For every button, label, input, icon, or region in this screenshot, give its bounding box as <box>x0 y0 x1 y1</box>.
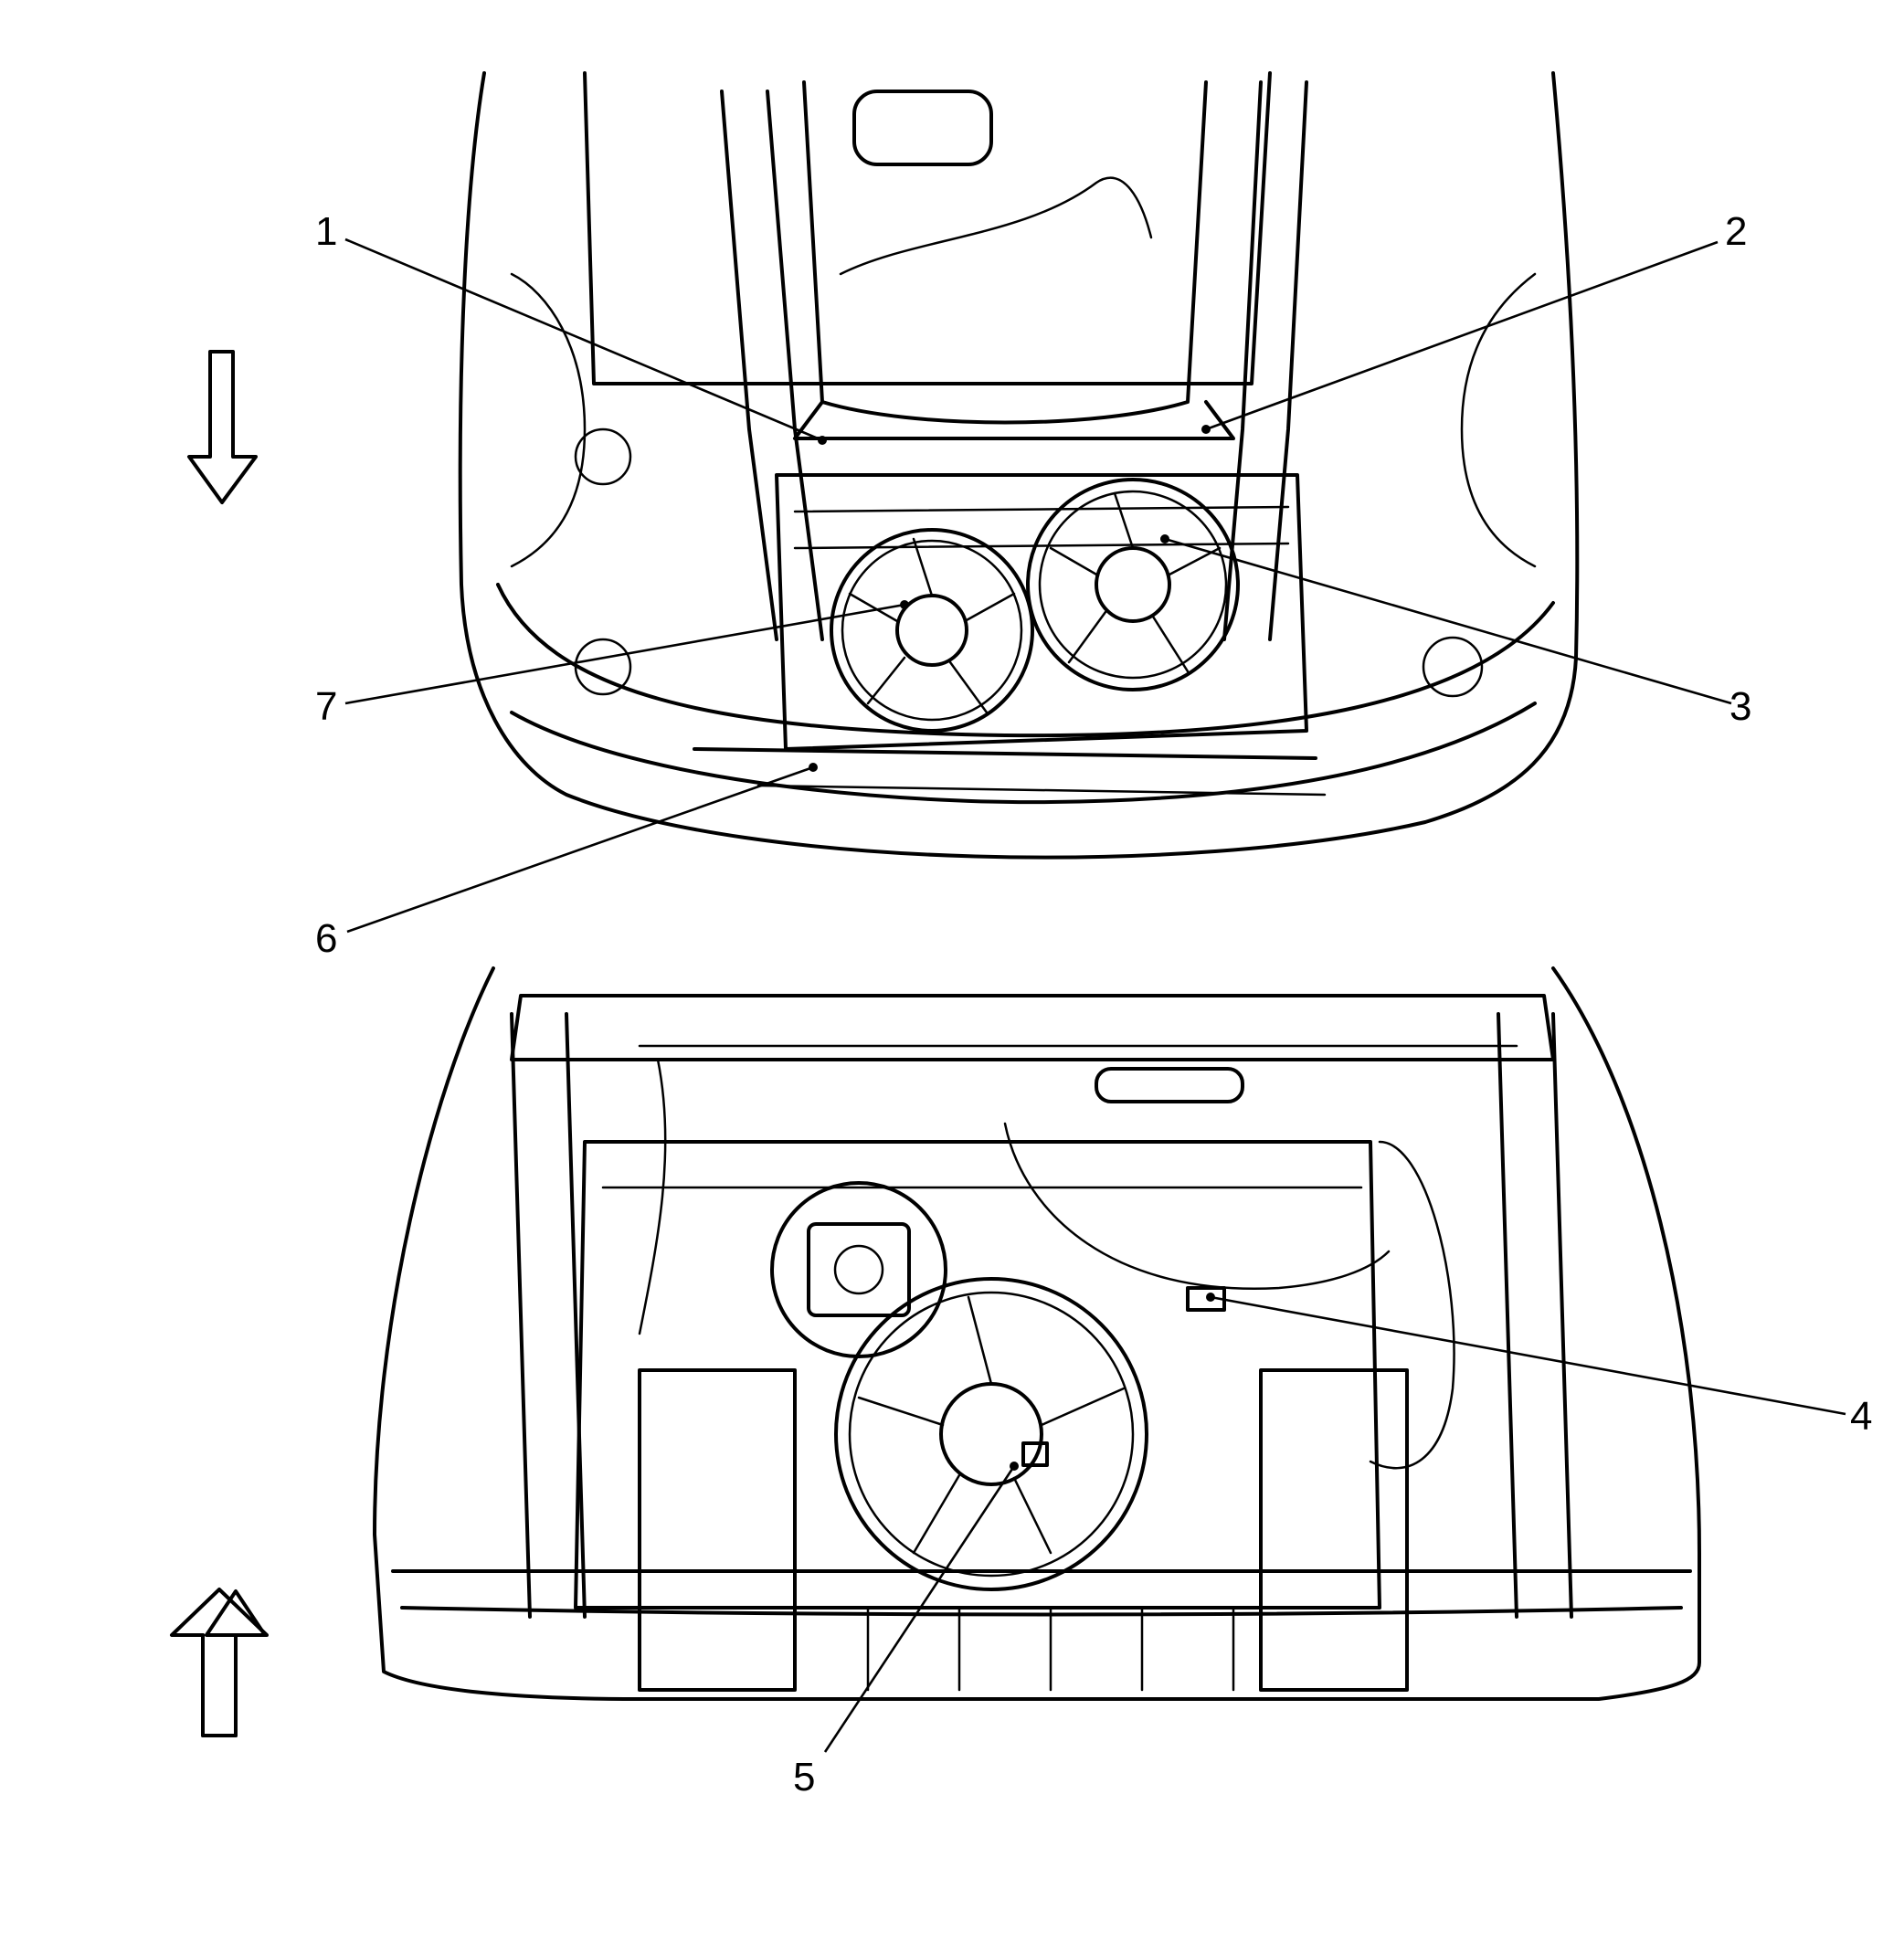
callout-5: 5 <box>793 1755 815 1800</box>
leader-5 <box>823 1465 1016 1753</box>
fan-motor <box>770 1181 947 1358</box>
callout-leaders <box>344 237 1846 1753</box>
leader-1 <box>344 237 823 442</box>
leader-7 <box>344 603 905 705</box>
cooling-fan-assembly <box>834 1277 1148 1591</box>
arrow-up-icon <box>170 1588 269 1737</box>
leader-4-dot <box>1206 1293 1215 1302</box>
callout-4: 4 <box>1850 1394 1872 1439</box>
leader-5-dot <box>1010 1462 1019 1471</box>
leader-1-dot <box>818 436 827 445</box>
callout-7: 7 <box>315 684 337 729</box>
left-cooling-fan <box>830 528 1034 733</box>
leader-3-dot <box>1160 534 1169 544</box>
leader-2 <box>1205 240 1719 431</box>
leader-6 <box>346 765 814 934</box>
lower-vehicle-view <box>373 966 1701 1701</box>
callout-labels: 1 2 3 4 5 6 7 <box>315 209 1872 1800</box>
callout-3: 3 <box>1729 684 1751 729</box>
callout-6: 6 <box>315 916 337 961</box>
leader-7-dot <box>900 600 909 609</box>
leader-3 <box>1164 537 1732 705</box>
right-cooling-fan <box>1026 478 1240 691</box>
leader-6-dot <box>809 763 818 772</box>
leader-4 <box>1210 1295 1846 1416</box>
upper-vehicle-view <box>458 71 1580 860</box>
arrow-down-icon <box>187 350 258 504</box>
callout-2: 2 <box>1725 209 1747 254</box>
callout-1: 1 <box>315 209 337 254</box>
leader-2-dot <box>1201 425 1211 434</box>
